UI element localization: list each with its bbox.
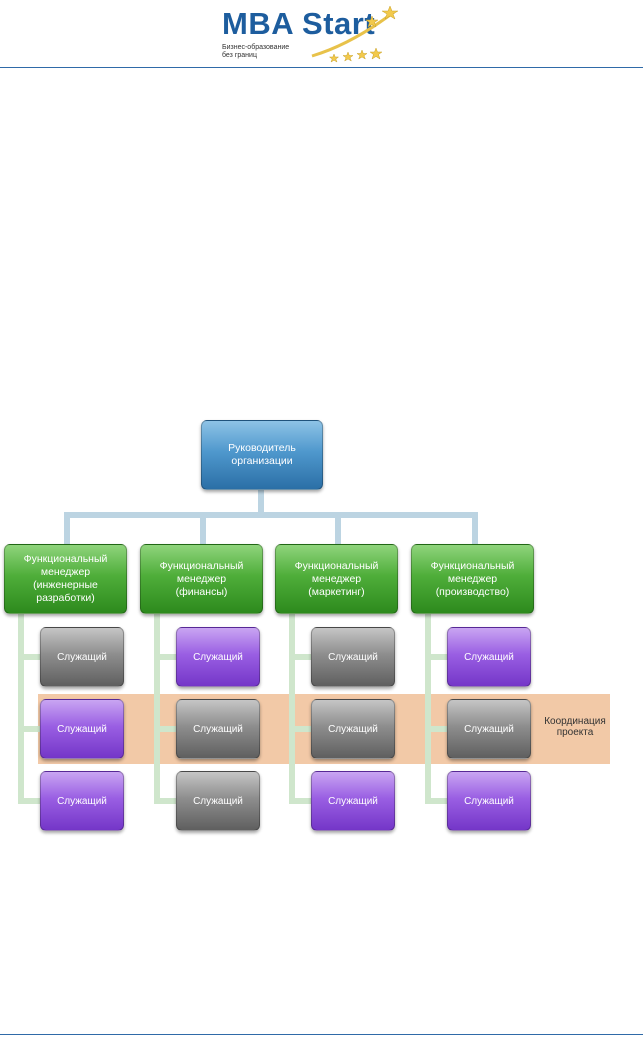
branch-horizontal: [289, 654, 311, 660]
manager-node-3: Функциональный менеджер (маркетинг): [275, 544, 398, 614]
employee-node-label: Служащий: [193, 651, 243, 663]
header-divider: [0, 67, 643, 68]
branch-horizontal: [18, 654, 40, 660]
branch-horizontal: [425, 798, 447, 804]
branch-vertical-3: [289, 614, 295, 804]
employee-node: Служащий: [40, 699, 124, 759]
branch-horizontal: [154, 726, 176, 732]
branch-vertical-2: [154, 614, 160, 804]
employee-node: Служащий: [311, 627, 395, 687]
employee-node-label: Служащий: [464, 723, 514, 735]
employee-node-label: Служащий: [193, 723, 243, 735]
employee-node-label: Служащий: [57, 795, 107, 807]
logo: MBA Start Бизнес-образование без границ: [222, 4, 402, 64]
manager-node-label: Функциональный менеджер (финансы): [159, 559, 244, 598]
employee-node-label: Служащий: [328, 795, 378, 807]
project-coordination-label: Координация проекта: [544, 716, 606, 738]
manager-node-2: Функциональный менеджер (финансы): [140, 544, 263, 614]
manager-node-label: Функциональный менеджер (производство): [430, 559, 515, 598]
connector-to-manager-4: [472, 512, 478, 544]
connector-to-manager-1: [64, 512, 70, 544]
connector-to-manager-3: [335, 512, 341, 544]
branch-horizontal: [154, 654, 176, 660]
logo-text: MBA Start: [222, 6, 376, 41]
manager-node-label: Функциональный менеджер (инженерные разр…: [23, 553, 108, 604]
employee-node: Служащий: [176, 771, 260, 831]
employee-node: Служащий: [447, 627, 531, 687]
employee-node: Служащий: [447, 771, 531, 831]
branch-horizontal: [425, 726, 447, 732]
branch-horizontal: [289, 798, 311, 804]
manager-node-4: Функциональный менеджер (производство): [411, 544, 534, 614]
logo-tagline-line1: Бизнес-образование: [222, 44, 290, 51]
footer-divider: [0, 1034, 643, 1035]
employee-node: Служащий: [311, 771, 395, 831]
employee-node-label: Служащий: [464, 651, 514, 663]
logo-tagline-line2: без границ: [222, 52, 257, 59]
employee-node-label: Служащий: [57, 651, 107, 663]
employee-node: Служащий: [176, 699, 260, 759]
branch-horizontal: [154, 798, 176, 804]
branch-horizontal: [18, 798, 40, 804]
manager-node-label: Функциональный менеджер (маркетинг): [294, 559, 379, 598]
connector-horizontal-bar: [64, 512, 478, 518]
employee-node: Служащий: [447, 699, 531, 759]
stars-icon: [311, 5, 399, 63]
employee-node-label: Служащий: [328, 723, 378, 735]
employee-node-label: Служащий: [193, 795, 243, 807]
employee-node-label: Служащий: [57, 723, 107, 735]
root-node-label: Руководитель организации: [228, 442, 296, 467]
employee-node: Служащий: [40, 771, 124, 831]
branch-vertical-4: [425, 614, 431, 804]
branch-horizontal: [425, 654, 447, 660]
branch-vertical-1: [18, 614, 24, 804]
employee-node: Служащий: [176, 627, 260, 687]
employee-node-label: Служащий: [464, 795, 514, 807]
page-header: MBA Start Бизнес-образование без границ: [0, 0, 643, 70]
branch-horizontal: [18, 726, 40, 732]
employee-node: Служащий: [40, 627, 124, 687]
employee-node: Служащий: [311, 699, 395, 759]
employee-node-label: Служащий: [328, 651, 378, 663]
branch-horizontal: [289, 726, 311, 732]
manager-node-1: Функциональный менеджер (инженерные разр…: [4, 544, 127, 614]
connector-root-stem: [258, 490, 264, 514]
connector-to-manager-2: [200, 512, 206, 544]
root-node: Руководитель организации: [201, 420, 323, 490]
